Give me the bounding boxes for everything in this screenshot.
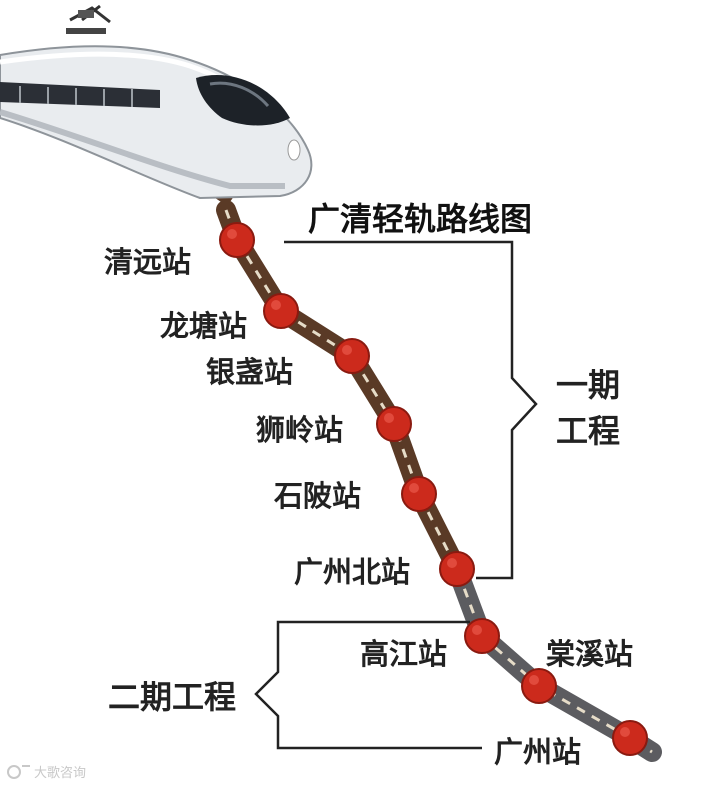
phase2-label: 二期工程	[108, 678, 236, 716]
phase1-label-line2: 工程	[556, 412, 620, 450]
station-label: 狮岭站	[256, 413, 343, 447]
station-marker-highlight	[529, 675, 539, 685]
station-marker	[376, 406, 412, 442]
station-label: 龙塘站	[160, 309, 247, 343]
station-marker	[521, 668, 557, 704]
station-labels: 清远站 龙塘站 银盏站 狮岭站 石陂站 广州北站 高江站 棠溪站 广州站	[104, 245, 633, 769]
station-label: 石陂站	[273, 479, 361, 513]
station-marker	[439, 551, 475, 587]
track-phase1	[216, 200, 467, 579]
phase1-bracket	[284, 240, 538, 580]
station-marker	[401, 476, 437, 512]
station-marker-highlight	[447, 558, 457, 568]
track-centerline	[224, 209, 653, 754]
station-label: 清远站	[104, 245, 191, 279]
station-marker-highlight	[472, 625, 482, 635]
camera-icon	[7, 765, 30, 779]
train-illustration	[0, 4, 313, 207]
station-marker-highlight	[227, 229, 237, 239]
station-marker-highlight	[409, 483, 419, 493]
phase-brackets	[254, 240, 538, 750]
station-marker-highlight	[620, 727, 630, 737]
watermark: 大歌咨询	[7, 765, 86, 781]
station-marker	[219, 222, 255, 258]
station-marker	[334, 338, 370, 374]
station-marker	[612, 720, 648, 756]
phase2-bracket	[254, 620, 482, 750]
station-marker-highlight	[342, 345, 352, 355]
station-marker-highlight	[271, 300, 281, 310]
watermark-text: 大歌咨询	[34, 766, 86, 781]
station-label: 高江站	[360, 637, 447, 671]
station-marker	[263, 293, 299, 329]
station-label: 棠溪站	[545, 637, 633, 671]
map-title: 广清轻轨路线图	[308, 200, 532, 238]
station-label: 广州站	[494, 735, 581, 769]
station-markers	[219, 222, 648, 756]
phase1-label-line1: 一期	[556, 366, 620, 404]
station-label: 广州北站	[294, 555, 410, 589]
station-label: 银盏站	[206, 355, 293, 389]
station-marker-highlight	[384, 413, 394, 423]
station-marker	[464, 618, 500, 654]
